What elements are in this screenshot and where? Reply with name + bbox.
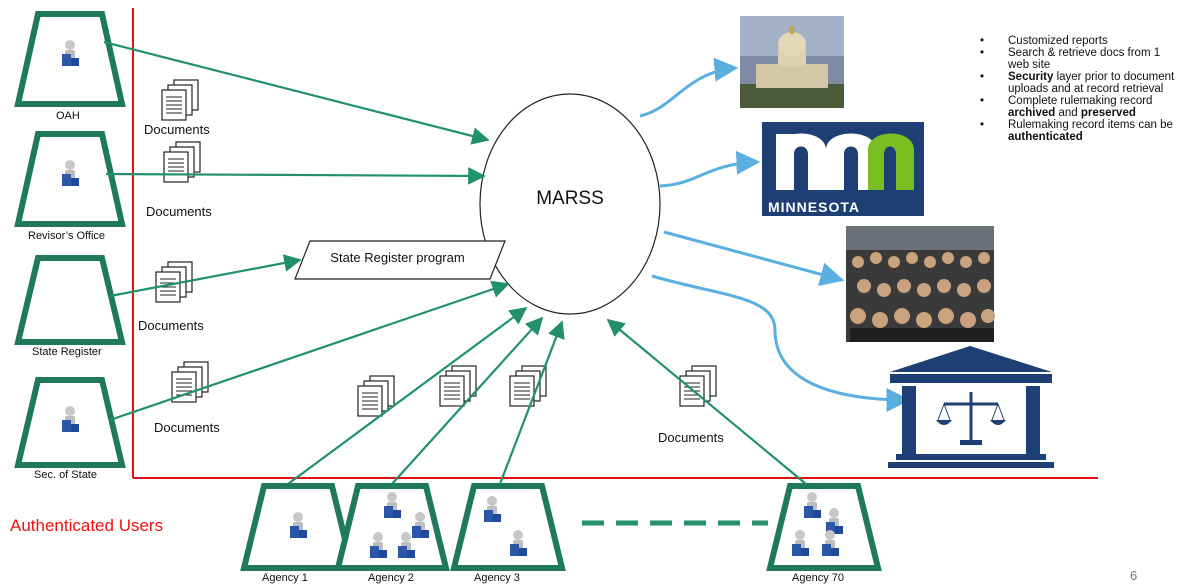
benefit-item: Search & retrieve docs from 1 web site xyxy=(980,47,1180,71)
minnesota-logo: MINNESOTA xyxy=(762,122,924,216)
agency-label-3: Agency 3 xyxy=(474,572,520,584)
outbound-arrows xyxy=(639,57,911,412)
marss-label: MARSS xyxy=(536,188,604,209)
minnesota-logo-text: MINNESOTA xyxy=(768,199,860,215)
state-register-program-label: State Register program xyxy=(330,250,465,265)
courthouse-scales-icon xyxy=(888,346,1054,468)
agency-2-box xyxy=(334,483,450,571)
agency-label-2: Agency 2 xyxy=(368,572,414,584)
page-number: 6 xyxy=(1130,568,1138,583)
agency-label-70: Agency 70 xyxy=(792,572,844,584)
source-sec-of-state-box xyxy=(14,377,126,468)
agency-70-box xyxy=(766,483,882,571)
document-stack-icon xyxy=(161,79,199,121)
source-label-sec-of-state: Sec. of State xyxy=(34,469,97,481)
benefit-item: Rulemaking record items can be authentic… xyxy=(980,119,1180,143)
documents-label: Documents xyxy=(138,318,204,333)
agency-1-box xyxy=(240,483,356,571)
benefit-item: Complete rulemaking record archived and … xyxy=(980,95,1180,119)
benefit-item: Security layer prior to document uploads… xyxy=(980,71,1180,95)
documents-label: Documents xyxy=(144,122,210,137)
source-label-state-register: State Register xyxy=(32,346,102,358)
agency-label-1: Agency 1 xyxy=(262,572,308,584)
document-stack-icon xyxy=(679,365,717,407)
source-label-oah: OAH xyxy=(56,110,80,122)
authenticated-users-label: Authenticated Users xyxy=(10,516,164,535)
documents-label: Documents xyxy=(146,204,212,219)
document-stack-icon xyxy=(163,141,201,183)
documents-label: Documents xyxy=(658,430,724,445)
inbound-arrows xyxy=(103,40,807,485)
source-revisor-box xyxy=(14,131,126,227)
source-label-revisor: Revisor’s Office xyxy=(28,230,106,242)
source-state-register-box xyxy=(14,255,126,345)
document-stack-icon xyxy=(439,365,477,407)
benefits-list: Customized reports Search & retrieve doc… xyxy=(980,35,1180,143)
document-stack-icon xyxy=(509,365,547,407)
benefit-item: Customized reports xyxy=(980,35,1180,47)
agency-3-box xyxy=(450,483,566,571)
documents-label: Documents xyxy=(154,420,220,435)
crowd-photo xyxy=(846,226,995,342)
source-oah-box xyxy=(14,11,126,107)
capitol-building-photo xyxy=(740,16,844,108)
marss-ellipse xyxy=(479,93,661,315)
